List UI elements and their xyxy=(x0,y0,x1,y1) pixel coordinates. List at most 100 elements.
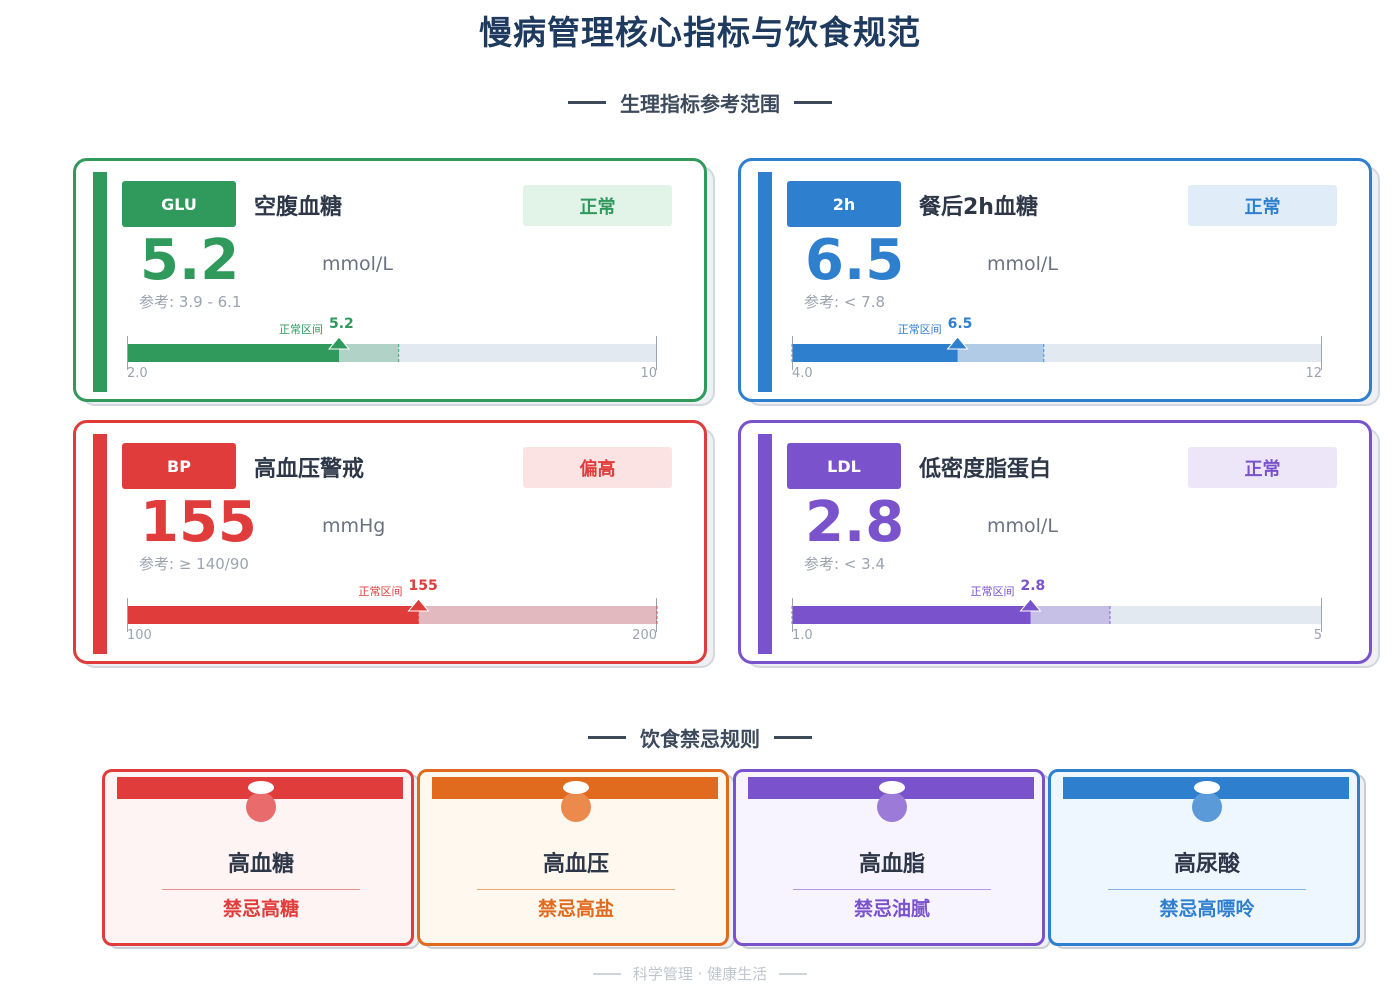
pin-icon xyxy=(561,792,591,822)
range-gauge: 正常区间 6.5 4.0 12 xyxy=(791,316,1322,386)
reference-range: 参考: ≥ 140/90 xyxy=(139,555,249,573)
footer-dash-left xyxy=(592,972,621,975)
indicator-name: 餐后2h血糖 xyxy=(919,195,1038,220)
status-badge: 正常 xyxy=(1188,185,1337,226)
range-gauge: 正常区间 2.8 1.0 5 xyxy=(791,578,1322,648)
card-frame: 2h 餐后2h血糖 正常 6.5 mmol/L 参考: < 7.8 正常区间 6.5 4.0 12 xyxy=(738,158,1372,402)
diet-rule: 禁忌高嘌呤 xyxy=(1159,898,1255,920)
pin-icon xyxy=(246,792,276,822)
gauge-min-label: 2.0 xyxy=(127,366,148,381)
diet-rule: 禁忌油腻 xyxy=(853,898,930,920)
indicator-tag: 2h xyxy=(787,181,901,227)
status-badge: 正常 xyxy=(1188,447,1337,488)
card-accent-bar xyxy=(93,434,107,654)
pin-icon xyxy=(1192,792,1222,822)
indicator-value: 6.5 xyxy=(805,228,905,293)
reference-range: 参考: 3.9 - 6.1 xyxy=(139,293,242,311)
indicator-tag: BP xyxy=(122,443,236,489)
gauge-svg xyxy=(127,598,658,632)
normal-range-label: 正常区间 xyxy=(279,323,323,336)
gauge-svg xyxy=(127,336,657,370)
indicator-tag: GLU xyxy=(122,181,236,227)
gauge-marker xyxy=(407,598,430,612)
diet-card-frame: 高血压禁忌高盐 xyxy=(417,769,729,946)
section-dash-right xyxy=(774,736,812,739)
marker-value-label: 6.5 xyxy=(947,316,973,332)
footer-text: 科学管理 · 健康生活 xyxy=(632,965,768,983)
gauge-marker xyxy=(327,336,351,350)
diet-condition: 高尿酸 xyxy=(1173,852,1240,877)
diet-card-high-bp: 高血压禁忌高盐 xyxy=(417,769,735,949)
indicator-card-2h: 2h 餐后2h血糖 正常 6.5 mmol/L 参考: < 7.8 正常区间 6.5 4.0 12 xyxy=(738,158,1380,406)
indicator-value: 2.8 xyxy=(805,490,905,555)
indicator-tag: LDL xyxy=(787,443,901,489)
gauge-svg xyxy=(791,336,1322,370)
normal-range-label: 正常区间 xyxy=(358,585,403,598)
card-accent-bar xyxy=(93,172,107,392)
reference-range: 参考: < 7.8 xyxy=(804,293,886,311)
pin-head-icon xyxy=(1194,781,1220,794)
diet-condition: 高血糖 xyxy=(227,852,294,877)
gauge-min-label: 1.0 xyxy=(792,628,813,643)
diet-card-frame: 高尿酸禁忌高嘌呤 xyxy=(1048,769,1360,946)
diet-card-high-uric: 高尿酸禁忌高嘌呤 xyxy=(1048,769,1366,949)
footer: 科学管理 · 健康生活 xyxy=(0,963,1400,984)
diet-divider xyxy=(477,889,675,890)
diet-divider xyxy=(1108,889,1306,890)
diet-divider xyxy=(162,889,360,890)
gauge-svg xyxy=(791,598,1322,632)
section-title-diet: 饮食禁忌规则 xyxy=(640,727,760,751)
indicator-name: 低密度脂蛋白 xyxy=(919,457,1052,482)
reference-range: 参考: < 3.4 xyxy=(804,555,886,573)
indicator-card-ldl: LDL 低密度脂蛋白 正常 2.8 mmol/L 参考: < 3.4 正常区间 2.8 1.0 5 xyxy=(738,420,1380,668)
section-title-indicators: 生理指标参考范围 xyxy=(620,92,780,116)
pin-head-icon xyxy=(248,781,274,794)
card-accent-bar xyxy=(758,172,772,392)
card-accent-bar xyxy=(758,434,772,654)
indicator-unit: mmol/L xyxy=(322,253,393,275)
gauge-normal-range xyxy=(418,606,657,624)
gauge-value-fill xyxy=(792,344,958,362)
diet-rule: 禁忌高盐 xyxy=(537,898,614,920)
diet-card-high-lipid: 高血脂禁忌油腻 xyxy=(733,769,1051,949)
indicator-value: 155 xyxy=(140,490,257,555)
gauge-max-label: 5 xyxy=(1313,628,1322,643)
diet-card-frame: 高血糖禁忌高糖 xyxy=(102,769,414,946)
pin-head-icon xyxy=(563,781,589,794)
status-badge: 正常 xyxy=(523,185,672,226)
indicator-value: 5.2 xyxy=(140,228,240,293)
section-header-indicators: 生理指标参考范围 xyxy=(0,88,1400,117)
indicator-unit: mmol/L xyxy=(987,515,1058,537)
normal-range-label: 正常区间 xyxy=(970,585,1015,598)
diet-condition: 高血压 xyxy=(542,852,609,877)
gauge-min-label: 4.0 xyxy=(792,366,813,381)
indicator-name: 高血压警戒 xyxy=(254,457,365,482)
gauge-value-fill xyxy=(127,344,339,362)
gauge-marker xyxy=(1019,598,1042,612)
footer-dash-right xyxy=(779,972,808,975)
pin-head-icon xyxy=(879,781,905,794)
indicator-name: 空腹血糖 xyxy=(254,195,343,220)
diet-condition: 高血脂 xyxy=(858,852,925,877)
gauge-min-label: 100 xyxy=(127,628,152,643)
diet-card-high-glucose: 高血糖禁忌高糖 xyxy=(102,769,420,949)
indicator-unit: mmHg xyxy=(322,515,386,537)
gauge-max-label: 200 xyxy=(632,628,657,643)
normal-range-label: 正常区间 xyxy=(897,323,942,336)
diet-card-frame: 高血脂禁忌油腻 xyxy=(733,769,1045,946)
marker-value-label: 2.8 xyxy=(1020,578,1046,594)
gauge-max-label: 12 xyxy=(1305,366,1322,381)
gauge-value-fill xyxy=(792,606,1031,624)
indicator-unit: mmol/L xyxy=(987,253,1058,275)
section-header-diet: 饮食禁忌规则 xyxy=(0,723,1400,752)
card-frame: LDL 低密度脂蛋白 正常 2.8 mmol/L 参考: < 3.4 正常区间 2.8 1.0 5 xyxy=(738,420,1372,664)
pin-icon xyxy=(877,792,907,822)
status-badge: 偏高 xyxy=(523,447,672,488)
gauge-value-fill xyxy=(127,606,419,624)
